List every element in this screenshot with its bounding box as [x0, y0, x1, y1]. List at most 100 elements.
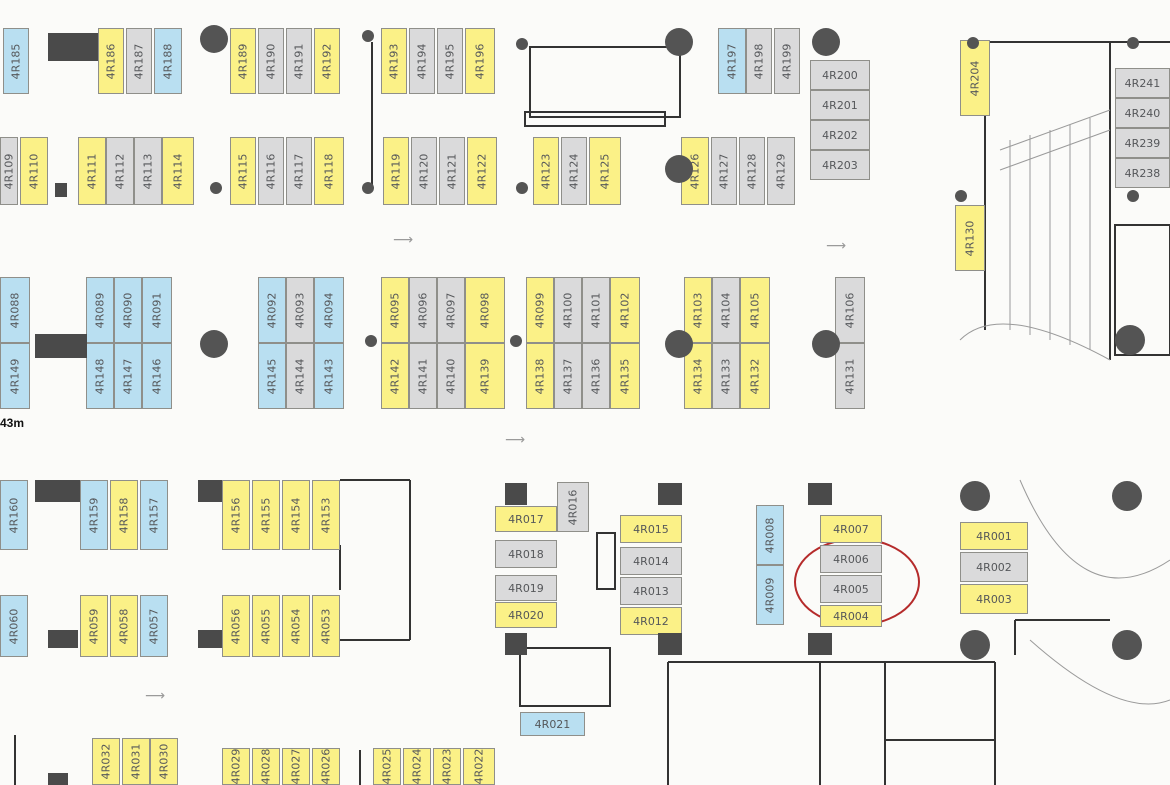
booth-4r122[interactable]: 4R122: [467, 137, 497, 205]
booth-4r142[interactable]: 4R142: [381, 343, 409, 409]
booth-4r025[interactable]: 4R025: [373, 748, 401, 785]
booth-4r103[interactable]: 4R103: [684, 277, 712, 343]
booth-4r203[interactable]: 4R203: [810, 150, 870, 180]
booth-4r028[interactable]: 4R028: [252, 748, 280, 785]
booth-4r146[interactable]: 4R146: [142, 343, 172, 409]
booth-4r200[interactable]: 4R200: [810, 60, 870, 90]
booth-4r015[interactable]: 4R015: [620, 515, 682, 543]
booth-4r143[interactable]: 4R143: [314, 343, 344, 409]
booth-4r117[interactable]: 4R117: [286, 137, 312, 205]
booth-4r202[interactable]: 4R202: [810, 120, 870, 150]
booth-4r096[interactable]: 4R096: [409, 277, 437, 343]
booth-4r009[interactable]: 4R009: [756, 565, 784, 625]
booth-4r130[interactable]: 4R130: [955, 205, 985, 271]
booth-4r204[interactable]: 4R204: [960, 40, 990, 116]
booth-4r088[interactable]: 4R088: [0, 277, 30, 343]
booth-4r196[interactable]: 4R196: [465, 28, 495, 94]
booth-4r114[interactable]: 4R114: [162, 137, 194, 205]
booth-4r241[interactable]: 4R241: [1115, 68, 1170, 98]
booth-4r032[interactable]: 4R032: [92, 738, 120, 785]
booth-4r140[interactable]: 4R140: [437, 343, 465, 409]
booth-4r198[interactable]: 4R198: [746, 28, 772, 94]
booth-4r155[interactable]: 4R155: [252, 480, 280, 550]
booth-4r095[interactable]: 4R095: [381, 277, 409, 343]
booth-4r101[interactable]: 4R101: [582, 277, 610, 343]
booth-4r194[interactable]: 4R194: [409, 28, 435, 94]
booth-4r024[interactable]: 4R024: [403, 748, 431, 785]
booth-4r141[interactable]: 4R141: [409, 343, 437, 409]
booth-4r240[interactable]: 4R240: [1115, 98, 1170, 128]
booth-4r190[interactable]: 4R190: [258, 28, 284, 94]
booth-4r116[interactable]: 4R116: [258, 137, 284, 205]
booth-4r139[interactable]: 4R139: [465, 343, 505, 409]
booth-4r016[interactable]: 4R016: [557, 482, 589, 532]
booth-4r031[interactable]: 4R031: [122, 738, 150, 785]
booth-4r191[interactable]: 4R191: [286, 28, 312, 94]
booth-4r092[interactable]: 4R092: [258, 277, 286, 343]
booth-4r129[interactable]: 4R129: [767, 137, 795, 205]
booth-4r012[interactable]: 4R012: [620, 607, 682, 635]
booth-4r121[interactable]: 4R121: [439, 137, 465, 205]
booth-4r137[interactable]: 4R137: [554, 343, 582, 409]
booth-4r111[interactable]: 4R111: [78, 137, 106, 205]
booth-4r109[interactable]: 4R109: [0, 137, 18, 205]
booth-4r238[interactable]: 4R238: [1115, 158, 1170, 188]
booth-4r201[interactable]: 4R201: [810, 90, 870, 120]
booth-4r148[interactable]: 4R148: [86, 343, 114, 409]
booth-4r123[interactable]: 4R123: [533, 137, 559, 205]
booth-4r013[interactable]: 4R013: [620, 577, 682, 605]
booth-4r145[interactable]: 4R145: [258, 343, 286, 409]
booth-4r120[interactable]: 4R120: [411, 137, 437, 205]
booth-4r089[interactable]: 4R089: [86, 277, 114, 343]
booth-4r195[interactable]: 4R195: [437, 28, 463, 94]
booth-4r001[interactable]: 4R001: [960, 522, 1028, 550]
booth-4r091[interactable]: 4R091: [142, 277, 172, 343]
booth-4r239[interactable]: 4R239: [1115, 128, 1170, 158]
booth-4r147[interactable]: 4R147: [114, 343, 142, 409]
booth-4r128[interactable]: 4R128: [739, 137, 765, 205]
booth-4r014[interactable]: 4R014: [620, 547, 682, 575]
booth-4r098[interactable]: 4R098: [465, 277, 505, 343]
booth-4r097[interactable]: 4R097: [437, 277, 465, 343]
booth-4r185[interactable]: 4R185: [3, 28, 29, 94]
booth-4r030[interactable]: 4R030: [150, 738, 178, 785]
booth-4r054[interactable]: 4R054: [282, 595, 310, 657]
booth-4r002[interactable]: 4R002: [960, 552, 1028, 582]
booth-4r026[interactable]: 4R026: [312, 748, 340, 785]
booth-4r131[interactable]: 4R131: [835, 343, 865, 409]
booth-4r106[interactable]: 4R106: [835, 277, 865, 343]
booth-4r020[interactable]: 4R020: [495, 602, 557, 628]
booth-4r138[interactable]: 4R138: [526, 343, 554, 409]
booth-4r008[interactable]: 4R008: [756, 505, 784, 565]
booth-4r188[interactable]: 4R188: [154, 28, 182, 94]
booth-4r159[interactable]: 4R159: [80, 480, 108, 550]
booth-4r157[interactable]: 4R157: [140, 480, 168, 550]
booth-4r017[interactable]: 4R017: [495, 506, 557, 532]
booth-4r003[interactable]: 4R003: [960, 584, 1028, 614]
booth-4r119[interactable]: 4R119: [383, 137, 409, 205]
booth-4r004[interactable]: 4R004: [820, 605, 882, 627]
booth-4r053[interactable]: 4R053: [312, 595, 340, 657]
booth-4r056[interactable]: 4R056: [222, 595, 250, 657]
booth-4r135[interactable]: 4R135: [610, 343, 640, 409]
booth-4r115[interactable]: 4R115: [230, 137, 256, 205]
booth-4r193[interactable]: 4R193: [381, 28, 407, 94]
booth-4r058[interactable]: 4R058: [110, 595, 138, 657]
booth-4r133[interactable]: 4R133: [712, 343, 740, 409]
booth-4r059[interactable]: 4R059: [80, 595, 108, 657]
booth-4r007[interactable]: 4R007: [820, 515, 882, 543]
booth-4r189[interactable]: 4R189: [230, 28, 256, 94]
booth-4r112[interactable]: 4R112: [106, 137, 134, 205]
booth-4r192[interactable]: 4R192: [314, 28, 340, 94]
booth-4r090[interactable]: 4R090: [114, 277, 142, 343]
booth-4r149[interactable]: 4R149: [0, 343, 30, 409]
booth-4r104[interactable]: 4R104: [712, 277, 740, 343]
booth-4r023[interactable]: 4R023: [433, 748, 461, 785]
booth-4r158[interactable]: 4R158: [110, 480, 138, 550]
booth-4r022[interactable]: 4R022: [463, 748, 495, 785]
booth-4r186[interactable]: 4R186: [98, 28, 124, 94]
booth-4r156[interactable]: 4R156: [222, 480, 250, 550]
booth-4r160[interactable]: 4R160: [0, 480, 28, 550]
booth-4r094[interactable]: 4R094: [314, 277, 344, 343]
booth-4r127[interactable]: 4R127: [711, 137, 737, 205]
